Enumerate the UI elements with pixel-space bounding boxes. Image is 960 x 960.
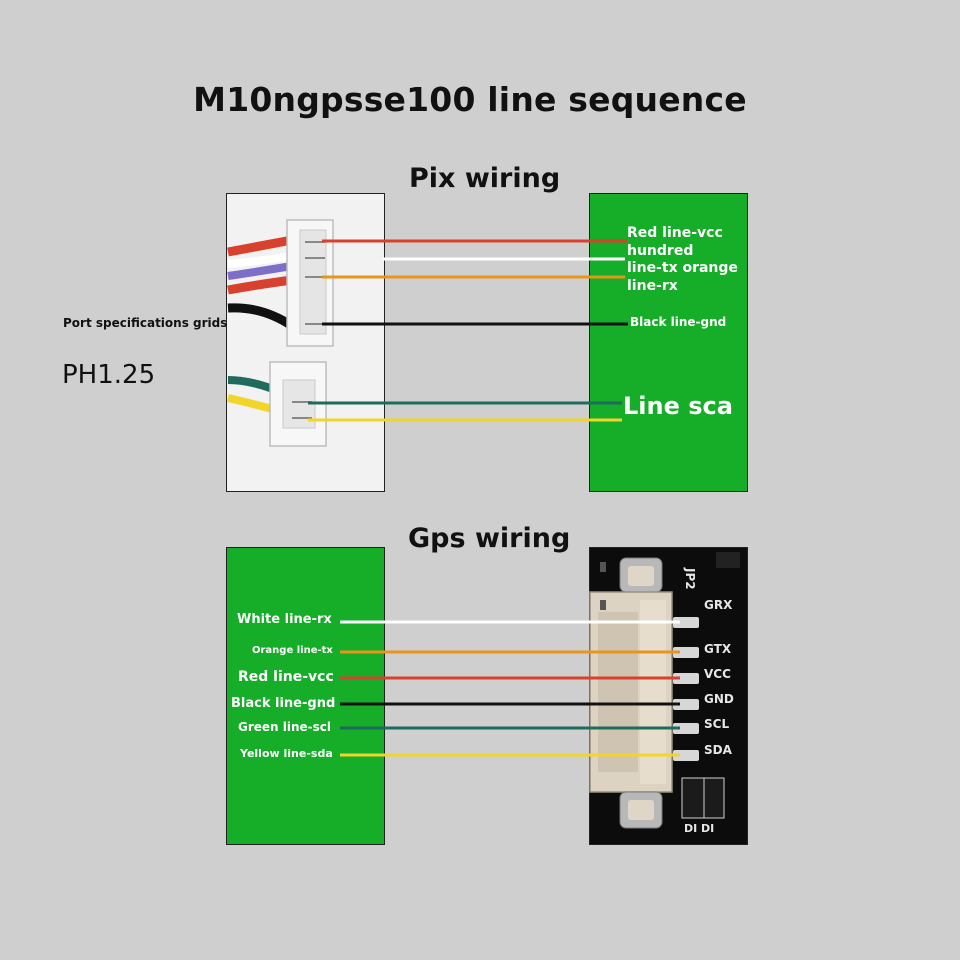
- pix-label-panel: [589, 193, 748, 492]
- pix-label-rx: line-rx: [627, 278, 678, 294]
- gps-pin-vcc: VCC: [704, 667, 731, 681]
- gps-board-pads: [673, 617, 699, 761]
- pix-wiring-heading: Pix wiring: [409, 163, 561, 194]
- pix-connector-top: [227, 219, 334, 347]
- port-spec-value: PH1.25: [62, 360, 156, 390]
- gps-board-jumper-label: JP2: [683, 568, 697, 590]
- gps-board-graphic: [589, 552, 740, 829]
- pix-label-tx-orange: line-tx orange: [627, 260, 738, 276]
- gps-pin-gtx: GTX: [704, 642, 732, 656]
- gps-pin-sda: SDA: [704, 743, 732, 757]
- gps-pin-gnd: GND: [704, 692, 734, 706]
- port-spec-label: Port specifications grids:: [63, 316, 233, 330]
- page-title: M10ngpsse100 line sequence: [193, 80, 747, 119]
- gps-label-green-scl: Green line-scl: [238, 720, 332, 734]
- gps-label-panel: [226, 547, 385, 845]
- gps-pin-scl: SCL: [704, 717, 730, 731]
- gps-label-yellow-sda: Yellow line-sda: [240, 747, 333, 760]
- pix-label-hundred: hundred: [627, 243, 694, 259]
- gps-wiring-heading: Gps wiring: [408, 523, 571, 554]
- gps-pin-grx: GRX: [704, 598, 733, 612]
- gps-label-red-vcc: Red line-vcc: [238, 669, 334, 685]
- pix-label-black-gnd: Black line-gnd: [630, 315, 727, 329]
- gps-label-orange-tx: Orange line-tx: [252, 645, 333, 656]
- pix-label-red-vcc: Red line-vcc: [627, 225, 723, 241]
- gps-label-black-gnd: Black line-gnd: [231, 696, 336, 711]
- gps-label-white-rx: White line-rx: [237, 612, 332, 627]
- gps-board-bottom-label: DI DI: [684, 822, 715, 835]
- pix-label-line-sca: Line sca: [623, 392, 733, 420]
